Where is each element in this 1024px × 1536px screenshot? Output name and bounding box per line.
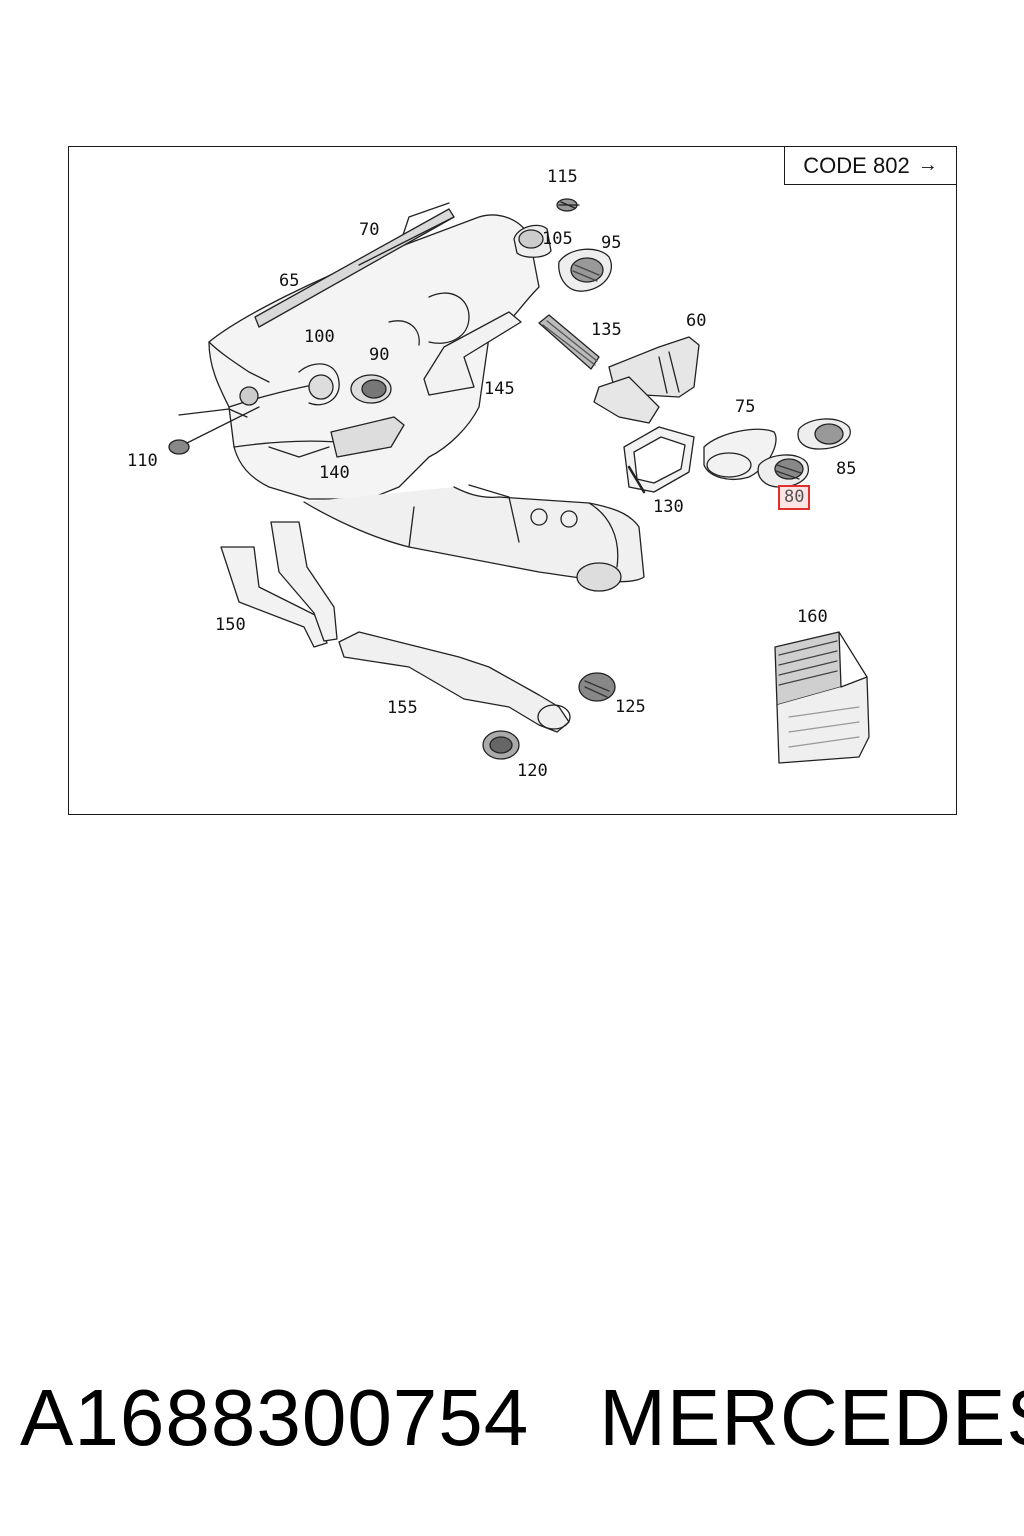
part-60-bracket: [593, 336, 700, 424]
part-140-panel: [330, 416, 405, 458]
part-135-hose: [538, 314, 600, 370]
part-160-box: [774, 631, 870, 764]
callout-155: 155: [387, 698, 418, 718]
part-150-duct: [220, 521, 338, 648]
callout-90: 90: [369, 345, 390, 365]
callout-145: 145: [484, 379, 515, 399]
callout-75: 75: [735, 397, 756, 417]
callout-85: 85: [836, 459, 857, 479]
code-label-box: CODE 802 →: [784, 147, 956, 185]
callout-60: 60: [686, 311, 707, 331]
part-85-vent: [797, 418, 851, 450]
callout-120: 120: [517, 761, 548, 781]
callout-135: 135: [591, 320, 622, 340]
callout-110: 110: [127, 451, 158, 471]
callout-95: 95: [601, 233, 622, 253]
part-130-frame: [623, 426, 695, 494]
part-80-vent: [757, 454, 809, 488]
arrow-right-icon: →: [917, 154, 938, 176]
callout-70: 70: [359, 220, 380, 240]
callout-140: 140: [319, 463, 350, 483]
callout-105: 105: [542, 229, 573, 249]
part-105-vent: [513, 224, 552, 258]
brand-name: MERCEDES: [599, 1373, 1024, 1462]
parts-diagram: CODE 802 → 115 70 105 95 65 135 60 100 9…: [68, 146, 957, 815]
part-145-duct: [423, 311, 522, 396]
diagram-drawing: [168, 198, 870, 764]
callout-80-highlighted[interactable]: 80: [778, 485, 811, 510]
callout-65: 65: [279, 271, 300, 291]
part-115-lines: [558, 201, 580, 209]
part-155-duct: [338, 631, 571, 733]
part-120-grille: [482, 730, 520, 760]
part-95-vent: [558, 248, 612, 292]
callout-100: 100: [304, 327, 335, 347]
dashboard-assembly: [208, 202, 645, 592]
callout-125: 125: [615, 697, 646, 717]
part-number: A1688300754: [20, 1373, 530, 1462]
part-caption: A1688300754 MERCEDES: [20, 1372, 1024, 1464]
part-125-grille: [578, 672, 616, 702]
callout-160: 160: [797, 607, 828, 627]
part-90-vent: [350, 374, 392, 404]
callout-115: 115: [547, 167, 578, 187]
code-label: CODE 802: [803, 152, 910, 178]
part-110-grille: [168, 406, 260, 455]
callout-130: 130: [653, 497, 684, 517]
callout-150: 150: [215, 615, 246, 635]
part-110-leader: [178, 408, 248, 418]
